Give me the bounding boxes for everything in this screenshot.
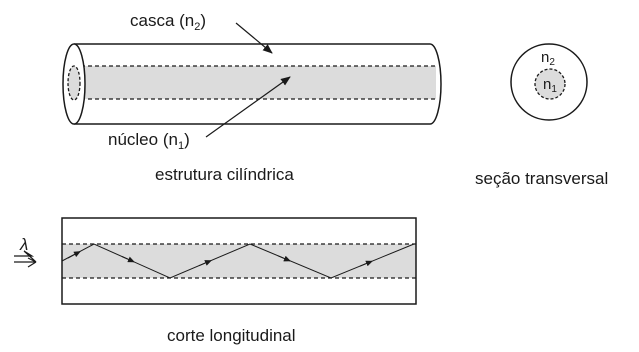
core-label: núcleo (n1) — [108, 130, 190, 152]
cladding-right-end — [429, 43, 442, 125]
cross-section-caption: seção transversal — [475, 169, 608, 188]
core-left-face — [67, 65, 81, 101]
cladding-leader-arrow — [235, 22, 273, 54]
core-band — [72, 66, 436, 99]
incoming-light-arrow-icon — [14, 250, 37, 268]
cladding-label: casca (n2) — [130, 11, 206, 33]
core-leader-arrow — [205, 76, 291, 138]
longitudinal-core-band — [62, 244, 416, 278]
wavelength-symbol: λ — [19, 235, 28, 254]
longitudinal-caption: corte longitudinal — [167, 326, 296, 345]
cylinder-caption: estrutura cilíndrica — [155, 165, 294, 184]
cross-section-inner-label: n1 — [543, 76, 557, 95]
longitudinal-section: λ corte longitudinal — [14, 217, 417, 345]
ray-direction-arrow-4 — [277, 255, 291, 262]
cross-section-outer-label: n2 — [541, 49, 555, 68]
ray-direction-arrow-2 — [121, 256, 135, 263]
ray-direction-arrow-1 — [67, 251, 81, 259]
ray-direction-arrow-3 — [198, 260, 212, 267]
fiber-cylinder: casca (n2) núcleo (n1) estrutura cilíndr… — [62, 11, 442, 184]
cross-section: n2 n1 seção transversal — [475, 43, 608, 188]
cross-section-core-circle — [534, 68, 566, 100]
ray-direction-arrow-5 — [359, 260, 373, 267]
